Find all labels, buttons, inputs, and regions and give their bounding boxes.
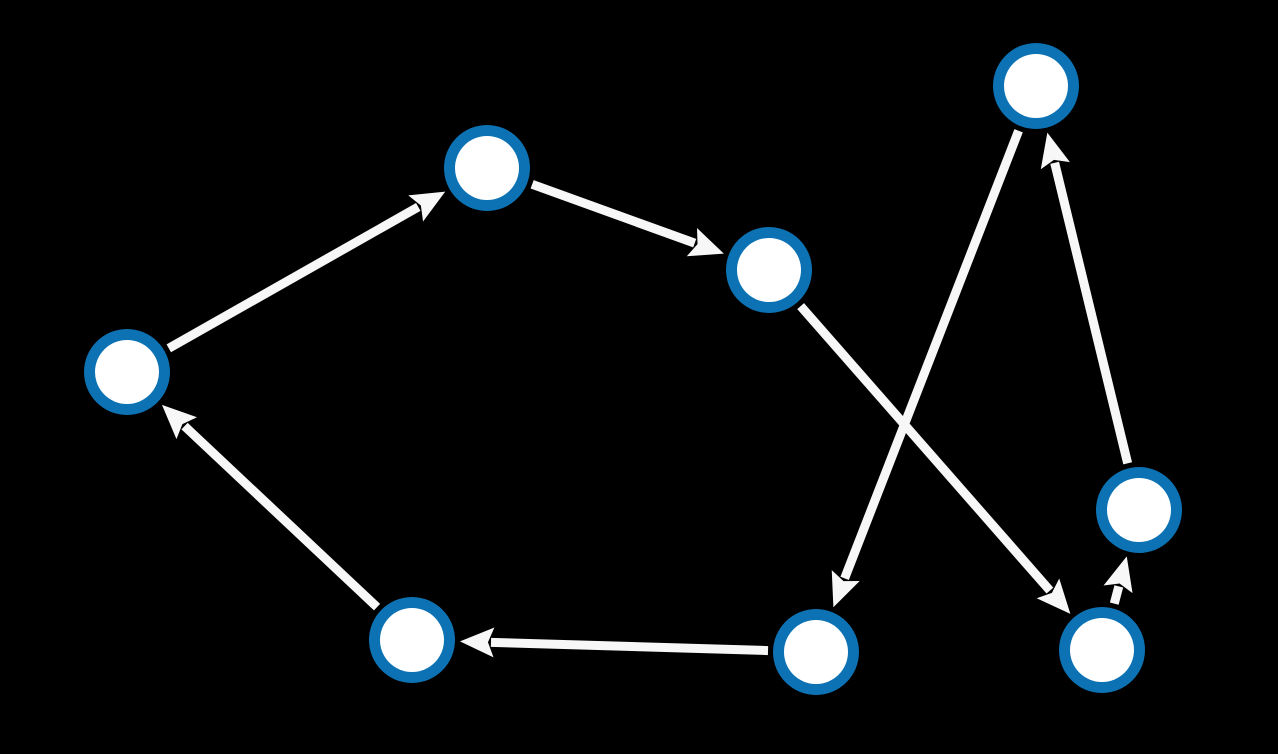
node-core <box>1107 478 1171 542</box>
graph-edge <box>166 191 446 353</box>
graph-node[interactable] <box>84 329 170 415</box>
graph-node[interactable] <box>726 227 812 313</box>
edge-arrowhead-icon <box>686 228 724 257</box>
edge-layer <box>161 129 1133 658</box>
graph-edge <box>797 303 1071 614</box>
graph-edge <box>459 627 769 658</box>
edge-line <box>797 303 1054 594</box>
edge-line <box>530 180 697 248</box>
node-core <box>737 238 801 302</box>
edge-line <box>490 637 769 656</box>
edge-line <box>181 422 381 611</box>
node-core <box>1004 54 1068 118</box>
node-layer <box>84 43 1182 695</box>
node-core <box>784 620 848 684</box>
edge-arrowhead-icon <box>831 570 860 608</box>
node-core <box>1070 618 1134 682</box>
graph-edge <box>1103 556 1133 605</box>
graph-node[interactable] <box>369 597 455 683</box>
edge-arrowhead-icon <box>161 404 198 440</box>
graph-node[interactable] <box>1059 607 1145 693</box>
edge-arrowhead-icon <box>1036 578 1071 614</box>
graph-node[interactable] <box>993 43 1079 129</box>
edge-line <box>1050 161 1133 465</box>
graph-edge <box>1040 132 1133 465</box>
graph-edge <box>831 129 1023 608</box>
edge-arrowhead-icon <box>1040 132 1070 170</box>
graph-node[interactable] <box>773 609 859 695</box>
graph-node[interactable] <box>1096 467 1182 553</box>
edge-arrowhead-icon <box>408 191 446 222</box>
graph-edge <box>530 180 724 257</box>
edge-arrowhead-icon <box>459 627 495 658</box>
graph-node[interactable] <box>444 125 530 211</box>
edge-arrowhead-icon <box>1103 556 1133 594</box>
node-core <box>455 136 519 200</box>
edge-line <box>1109 585 1124 605</box>
edge-line <box>840 129 1023 580</box>
node-core <box>95 340 159 404</box>
node-core <box>380 608 444 672</box>
graph-edge <box>161 404 381 611</box>
edge-line <box>166 203 421 353</box>
